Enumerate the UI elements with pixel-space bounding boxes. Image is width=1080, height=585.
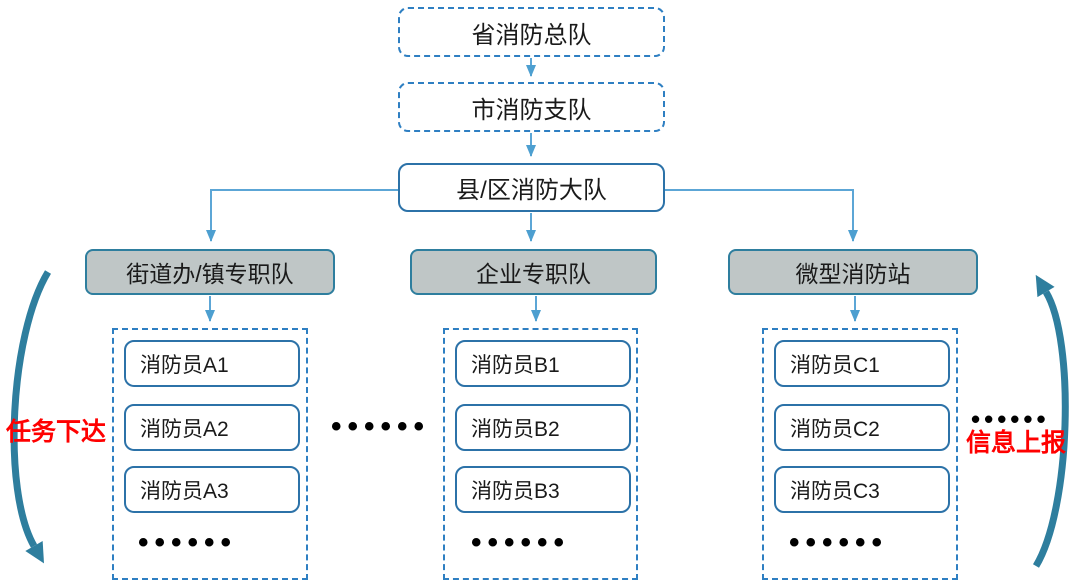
info-up-dots: ••••••: [971, 404, 1050, 434]
arrow-county-to-micro: [665, 189, 858, 242]
arrow-county-to-street: [206, 189, 398, 242]
node-provincial-corps: 省消防总队: [398, 7, 665, 57]
branch-street-town-team: 街道办/镇专职队: [85, 249, 335, 295]
more-members-dots: ••••••: [471, 526, 571, 559]
member-box: 消防员C1: [774, 340, 950, 387]
member-box: 消防员C2: [774, 404, 950, 451]
branch-enterprise-team: 企业专职队: [410, 249, 657, 295]
group-firefighters-c: 消防员C1 消防员C2 消防员C3 ••••••: [762, 328, 958, 580]
more-members-dots: ••••••: [789, 526, 889, 559]
more-members-dots: ••••••: [138, 526, 238, 559]
group-firefighters-a: 消防员A1 消防员A2 消防员A3 ••••••: [112, 328, 308, 580]
label-info-up: 信息上报: [966, 429, 1067, 457]
member-box: 消防员B1: [455, 340, 631, 387]
node-county-brigade: 县/区消防大队: [398, 163, 665, 212]
member-box: 消防员C3: [774, 466, 950, 513]
member-box: 消防员A1: [124, 340, 300, 387]
label-task-down: 任务下达: [6, 418, 107, 446]
node-municipal-detachment: 市消防支队: [398, 82, 665, 132]
group-firefighters-b: 消防员B1 消防员B2 消防员B3 ••••••: [443, 328, 638, 580]
member-box: 消防员B2: [455, 404, 631, 451]
member-box: 消防员A2: [124, 404, 300, 451]
member-box: 消防员B3: [455, 466, 631, 513]
member-box: 消防员A3: [124, 466, 300, 513]
branch-micro-fire-station: 微型消防站: [728, 249, 978, 295]
between-groups-dots: ••••••: [331, 410, 431, 443]
